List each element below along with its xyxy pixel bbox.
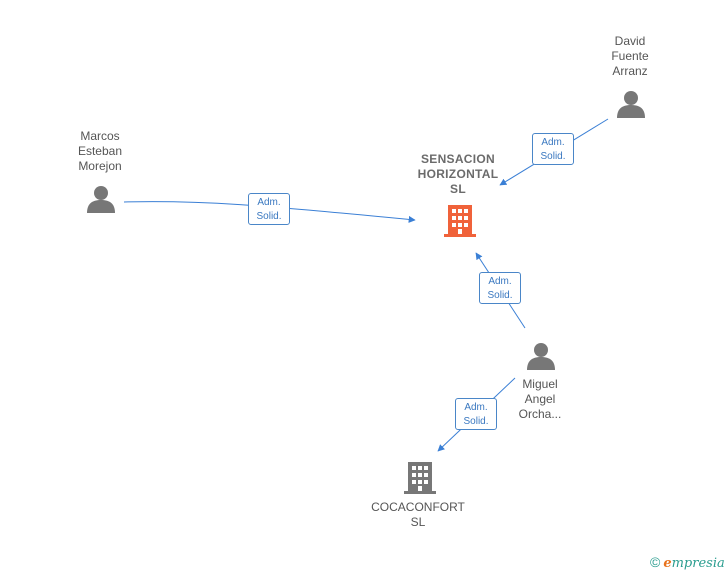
edge-label-marcos-main: Adm. Solid. [248,193,290,225]
label-line: SL [410,515,426,529]
brand-name: empresia [663,556,724,571]
person-label-miguel[interactable]: Miguel Angel Orcha... [500,377,580,422]
edge-label-david-main: Adm. Solid. [532,133,574,165]
company-label-main[interactable]: SENSACION HORIZONTAL SL [400,152,516,197]
edge-label-line: Adm. [257,197,281,208]
label-line: David [614,34,646,48]
building-icon-main[interactable] [444,205,476,237]
person-label-david[interactable]: David Fuente Arranz [590,34,670,79]
edge-label-miguel-main: Adm. Solid. [479,272,521,304]
label-line: Fuente [611,49,649,63]
person-label-marcos[interactable]: Marcos Esteban Morejon [60,129,140,174]
empresia-logo: ©empresia [650,554,725,571]
edge-label-line: Adm. [464,402,488,413]
edge-label-line: Adm. [488,276,512,287]
edge-label-line: Solid. [487,290,513,301]
company-label-cocaconfort[interactable]: COCACONFORT SL [360,500,476,530]
edge-label-line: Solid. [256,211,282,222]
label-line: SL [450,182,466,196]
edge-label-line: Solid. [540,151,566,162]
edge-marcos-main [123,201,416,223]
building-icon-cocaconfort[interactable] [404,462,436,494]
edge-label-line: Adm. [541,137,565,148]
label-line: SENSACION [420,152,496,166]
person-icon-marcos[interactable] [87,186,115,213]
edge-label-miguel-coca: Adm. Solid. [455,398,497,430]
brand-initial: e [663,556,672,571]
label-line: Miguel [522,377,558,391]
label-line: Esteban [77,144,123,158]
person-icon-david[interactable] [617,91,645,118]
label-line: COCACONFORT [371,500,465,514]
label-line: Arranz [612,64,648,78]
label-line: Morejon [78,159,122,173]
edge-label-line: Solid. [463,416,489,427]
brand-rest: mpresia [671,556,725,571]
label-line: Marcos [80,129,120,143]
label-line: Orcha... [518,407,562,421]
person-icon-miguel[interactable] [527,343,555,370]
label-line: HORIZONTAL [417,167,499,181]
copyright-icon: © [650,554,661,570]
label-line: Angel [524,392,556,406]
